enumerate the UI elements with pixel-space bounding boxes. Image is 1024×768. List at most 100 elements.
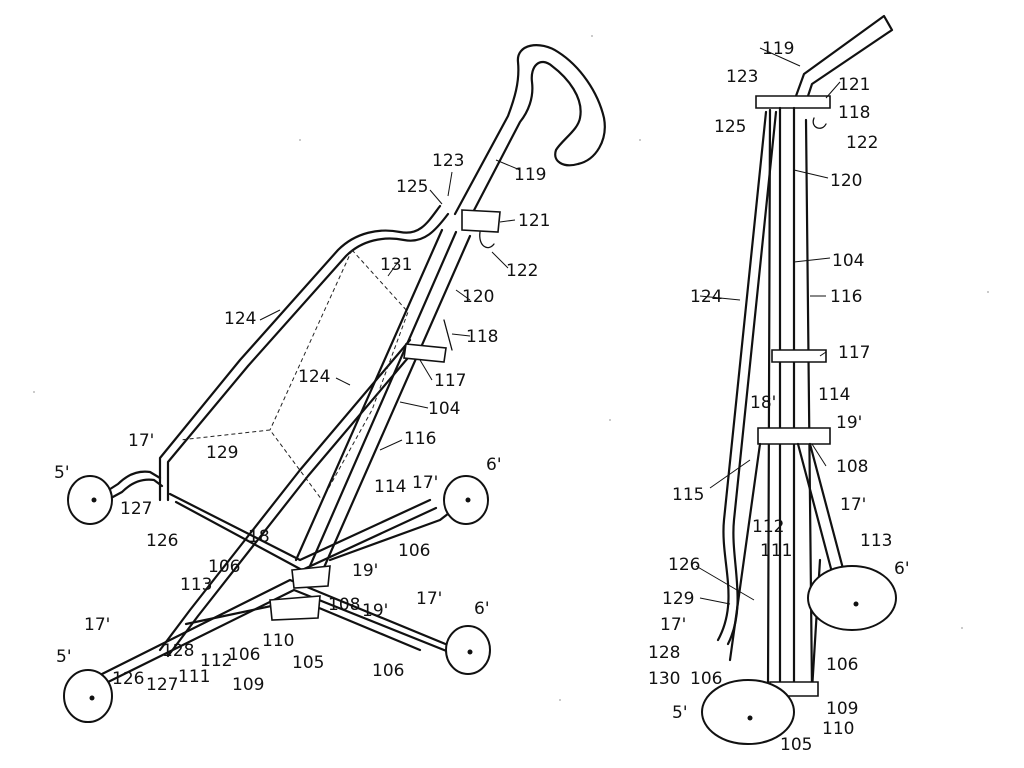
label-127-a: 127 — [120, 499, 152, 519]
label-128-b: 128 — [648, 643, 680, 663]
labels-right-figure: 119 123 121 118 125 122 120 104 124 116 … — [648, 39, 910, 755]
handle-loop — [453, 44, 606, 220]
label-18p-b: 18' — [750, 393, 776, 413]
left-axle-rod-inner — [98, 478, 164, 506]
label-115: 115 — [672, 485, 704, 505]
label-106-b: 106 — [398, 541, 430, 561]
label-19p-b: 19' — [362, 601, 388, 621]
label-110: 110 — [262, 631, 294, 651]
label-111: 111 — [178, 667, 210, 687]
label-5p-c: 5' — [672, 703, 688, 723]
label-109: 109 — [232, 675, 264, 695]
label-6p-a: 6' — [486, 455, 502, 475]
label-125-b: 125 — [714, 117, 746, 137]
label-17p-e: 17' — [840, 495, 866, 515]
upper-bracket — [461, 209, 501, 233]
label-114: 114 — [374, 477, 406, 497]
label-121: 121 — [518, 211, 550, 231]
label-117: 117 — [434, 371, 466, 391]
label-19p-a: 19' — [352, 561, 378, 581]
seat-sling — [179, 249, 409, 501]
label-120: 120 — [462, 287, 494, 307]
label-126-a: 126 — [146, 531, 178, 551]
label-126-b: 126 — [112, 669, 144, 689]
figure-folded-stroller — [701, 14, 897, 745]
label-105: 105 — [292, 653, 324, 673]
label-17p-d: 17' — [84, 615, 110, 635]
label-113-b: 113 — [860, 531, 892, 551]
main-tube-120 — [308, 230, 458, 568]
left-axle-rod — [94, 470, 162, 500]
label-124-b: 124 — [298, 367, 330, 387]
hook-122 — [479, 231, 495, 249]
label-124-c: 124 — [690, 287, 722, 307]
label-108-b: 108 — [836, 457, 868, 477]
label-109-b: 109 — [826, 699, 858, 719]
hub-108 — [291, 565, 331, 589]
label-131: 131 — [380, 255, 412, 275]
label-119: 119 — [514, 165, 546, 185]
label-126-c: 126 — [668, 555, 700, 575]
label-112: 112 — [200, 651, 232, 671]
labels-left-figure: 119 123 125 121 122 131 120 118 124 124 … — [54, 151, 550, 695]
folded-leg-17p — [808, 442, 848, 582]
folded-bracket-121 — [755, 95, 831, 109]
canopy-rod-outer — [158, 204, 442, 502]
label-5p-b: 5' — [56, 647, 72, 667]
folded-canopy-rod — [716, 110, 768, 642]
label-17p-b: 17' — [412, 473, 438, 493]
hub-105 — [269, 595, 321, 621]
label-127-b: 127 — [146, 675, 178, 695]
label-114-b: 114 — [818, 385, 850, 405]
folded-leg-115 — [728, 442, 762, 662]
folded-leg-17p-b — [796, 442, 836, 582]
paper-specks — [33, 35, 989, 701]
clamp-117 — [403, 343, 447, 363]
label-113: 113 — [180, 575, 212, 595]
folded-clamp-117 — [771, 349, 827, 363]
label-128: 128 — [162, 641, 194, 661]
label-112-b: 112 — [752, 517, 784, 537]
folded-tube-120 — [766, 108, 772, 692]
label-110-b: 110 — [822, 719, 854, 739]
leg-106-c — [88, 578, 462, 682]
pin-118 — [443, 319, 453, 351]
main-tube-104 — [294, 228, 444, 562]
folded-handle — [794, 14, 894, 104]
label-120-b: 120 — [830, 171, 862, 191]
folded-clamp-19p — [757, 427, 831, 445]
label-17p-f: 17' — [660, 615, 686, 635]
label-17p-c: 17' — [416, 589, 442, 609]
leg-106-d — [94, 588, 466, 690]
label-106-f: 106 — [690, 669, 722, 689]
label-106-e: 106 — [826, 655, 858, 675]
label-18: 18 — [248, 527, 270, 547]
label-124-a: 124 — [224, 309, 256, 329]
label-111-b: 111 — [760, 541, 792, 561]
label-116: 116 — [404, 429, 436, 449]
label-104: 104 — [428, 399, 460, 419]
folded-wheel-6p — [807, 565, 897, 631]
label-121-b: 121 — [838, 75, 870, 95]
label-19p-c: 19' — [836, 413, 862, 433]
figure-open-stroller — [63, 44, 606, 723]
label-129: 129 — [206, 443, 238, 463]
label-108: 108 — [328, 595, 360, 615]
label-5p-a: 5' — [54, 463, 70, 483]
folded-wheel-5p — [701, 679, 795, 745]
folded-hook-122 — [812, 117, 827, 129]
label-122-b: 122 — [846, 133, 878, 153]
label-17p-a: 17' — [128, 431, 154, 451]
label-129-b: 129 — [662, 589, 694, 609]
label-118: 118 — [466, 327, 498, 347]
label-130: 130 — [648, 669, 680, 689]
label-123-b: 123 — [726, 67, 758, 87]
label-118-b: 118 — [838, 103, 870, 123]
label-106-d: 106 — [372, 661, 404, 681]
leg-106-a — [168, 492, 432, 562]
label-6p-c: 6' — [894, 559, 910, 579]
label-104-b: 104 — [832, 251, 864, 271]
label-6p-b: 6' — [474, 599, 490, 619]
